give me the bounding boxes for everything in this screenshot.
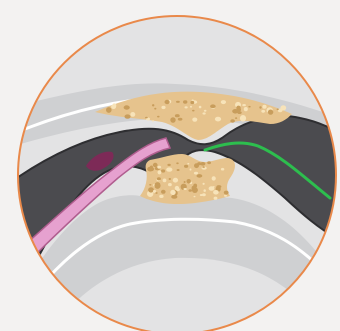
bone-speckle [147,167,153,172]
bone-speckle [202,166,204,168]
bone-speckle [194,196,196,198]
bone-speckle [170,190,175,195]
bone-speckle [262,105,266,109]
bone-speckle [163,179,167,183]
bone-speckle [184,181,186,183]
bone-speckle [199,106,202,109]
bone-speckle [240,115,246,122]
bone-speckle [154,108,156,110]
bone-speckle [203,112,206,114]
bone-speckle [161,190,166,194]
bone-speckle [242,104,246,106]
bone-speckle [268,110,273,115]
bone-speckle [173,178,178,183]
bone-speckle [165,100,170,104]
bone-speckle [157,177,161,180]
bone-speckle [152,104,154,106]
bone-speckle [193,184,197,188]
bone-speckle [244,107,248,111]
bone-speckle [187,163,189,165]
bone-speckle [194,172,198,175]
bone-speckle [170,117,175,123]
bone-speckle [153,163,158,167]
bone-speckle [192,187,198,193]
bone-speckle [192,118,197,122]
bone-speckle [277,109,279,111]
bone-speckle [168,183,172,186]
bone-speckle [175,114,180,117]
bone-speckle [221,168,224,171]
bone-speckle [224,195,227,197]
bone-speckle [175,186,179,190]
bone-speckle [197,174,203,178]
bone-speckle [213,186,215,187]
bone-speckle [169,178,171,180]
lower-bone [140,154,235,204]
bone-speckle [154,182,160,189]
bone-speckle [200,194,203,196]
bone-speckle [166,167,172,171]
bone-speckle [159,195,163,198]
bone-speckle [200,162,205,166]
bone-speckle [184,165,188,168]
bone-speckle [157,116,160,118]
bone-speckle [190,168,192,170]
bone-speckle [155,192,157,194]
bone-speckle [158,170,162,174]
bone-speckle [204,110,207,112]
bone-speckle [149,184,151,186]
bone-speckle [145,117,148,119]
bone-speckle [248,106,250,108]
bone-speckle [230,119,235,123]
bone-speckle [176,101,180,103]
bone-speckle [183,100,187,103]
bone-speckle [112,103,116,107]
bone-speckle [237,108,241,112]
bone-speckle [259,106,261,108]
bone-speckle [106,107,112,113]
bone-speckle [176,162,179,164]
bone-speckle [152,120,154,122]
bone-speckle [185,106,188,108]
bone-speckle [131,113,134,115]
bone-speckle [214,197,218,200]
bone-speckle [192,110,195,112]
bone-speckle [188,189,192,192]
bone-speckle [167,164,170,166]
bone-speckle [178,118,183,121]
bone-speckle [224,191,229,195]
bone-speckle [183,188,186,190]
bone-speckle [187,179,191,184]
bone-speckle [124,105,130,109]
bone-speckle [157,166,161,169]
bone-speckle [190,106,192,108]
bone-speckle [235,117,237,119]
bone-speckle [190,101,194,104]
bone-speckle [161,169,165,172]
bone-speckle [212,176,216,180]
bone-speckle [161,106,165,109]
bone-speckle [177,169,180,171]
bone-speckle [210,104,216,108]
bone-speckle [261,110,265,113]
bone-speckle [125,114,131,118]
bone-speckle [203,183,205,185]
bone-speckle [215,117,221,122]
bone-speckle [213,190,219,195]
bone-speckle [207,161,211,164]
bone-speckle [204,189,206,192]
bone-speckle [221,100,226,104]
